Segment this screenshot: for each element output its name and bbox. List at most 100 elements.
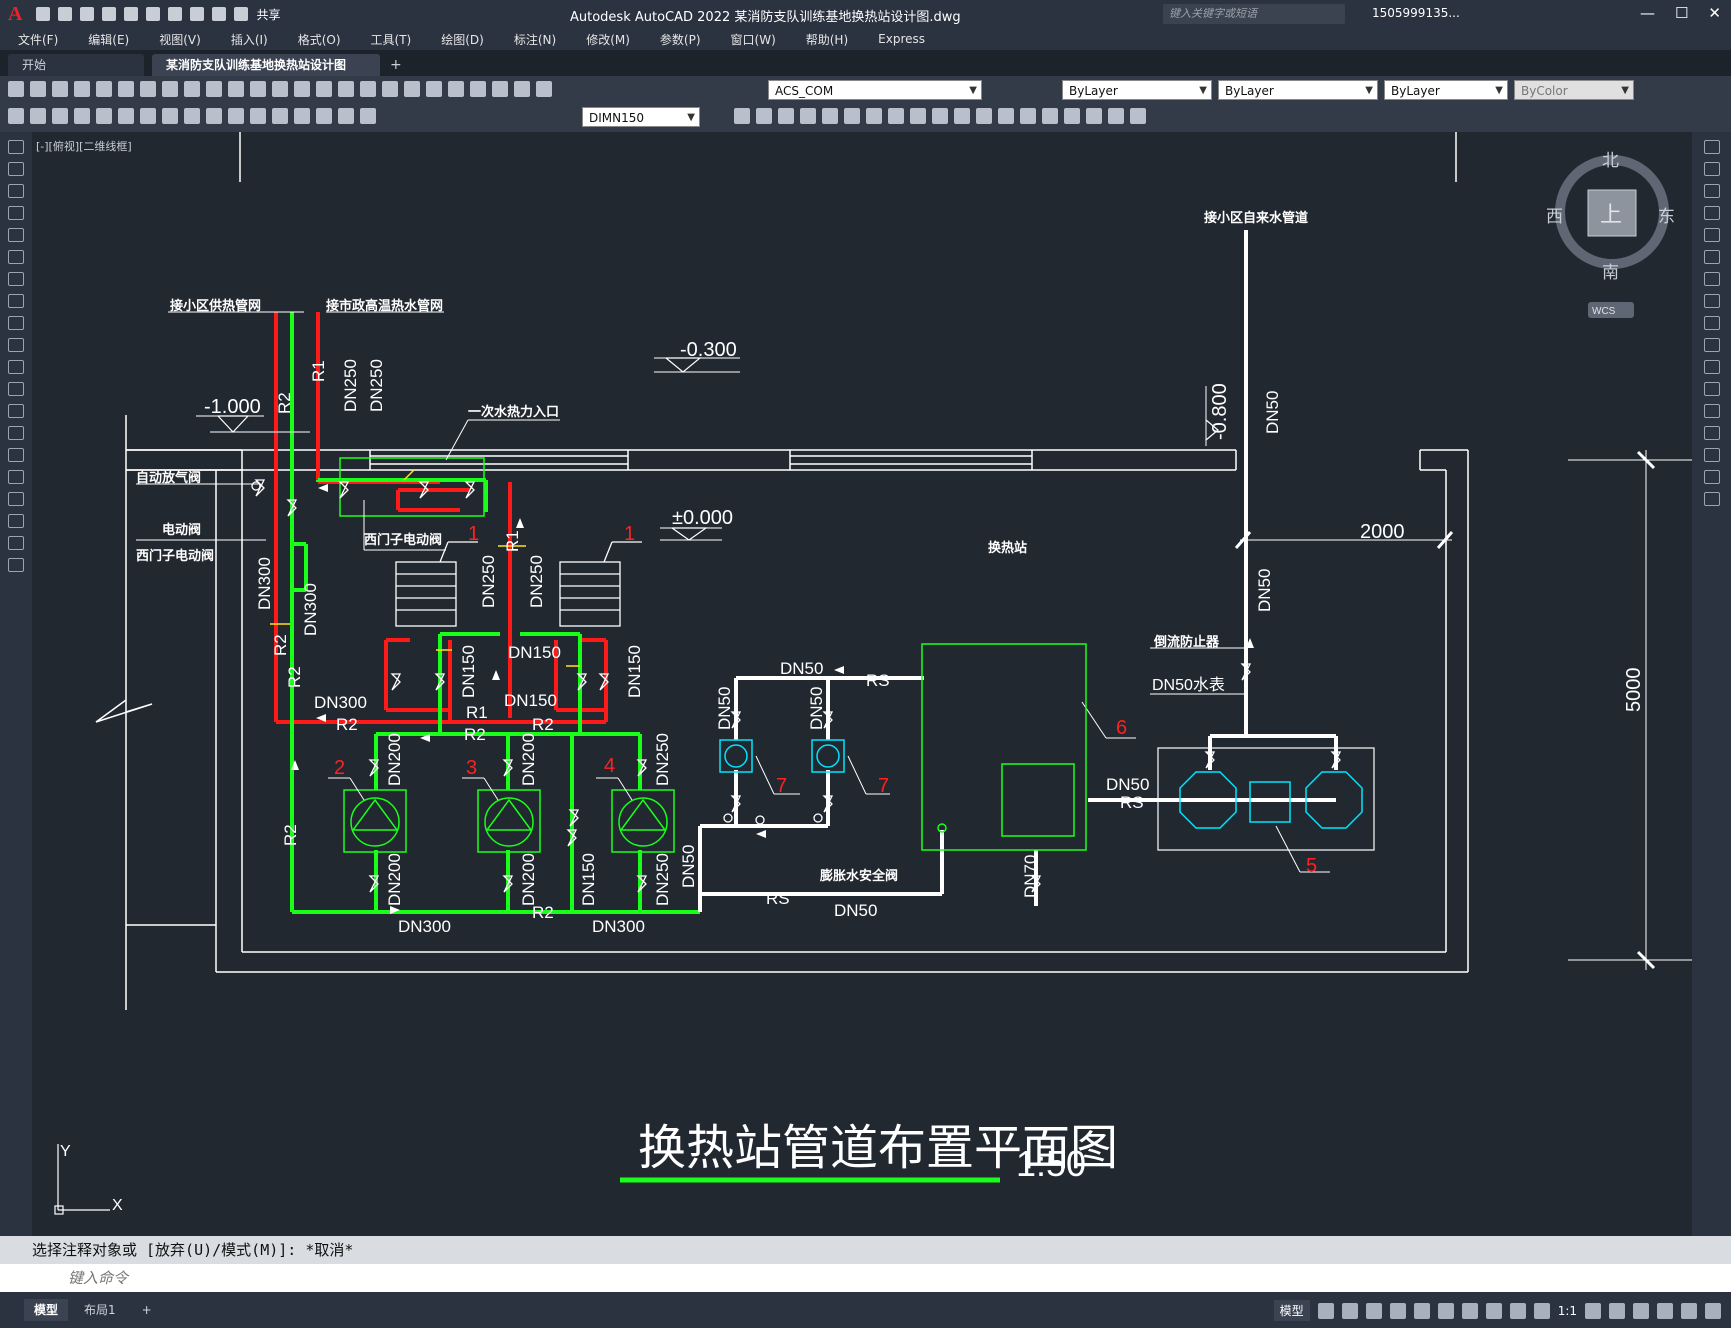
- mirror-icon[interactable]: [1703, 184, 1720, 198]
- scale-icon[interactable]: [1703, 294, 1720, 308]
- join-icon[interactable]: [998, 108, 1014, 124]
- join-icon[interactable]: [1703, 404, 1720, 418]
- stretch-icon[interactable]: [1703, 316, 1720, 330]
- match-icon[interactable]: [206, 81, 222, 97]
- menu-dimension[interactable]: 标注(N): [513, 32, 557, 47]
- save-icon[interactable]: [52, 81, 68, 97]
- redo-icon[interactable]: [250, 81, 266, 97]
- menu-draw[interactable]: 绘图(D): [441, 32, 484, 47]
- jogged-icon[interactable]: [118, 108, 134, 124]
- selection-cycle-icon[interactable]: [1509, 1302, 1526, 1319]
- menu-modify[interactable]: 修改(M): [586, 32, 630, 47]
- maximize-button[interactable]: ☐: [1674, 4, 1689, 22]
- viewcube-south[interactable]: 南: [1602, 263, 1619, 282]
- add-selected-icon[interactable]: [8, 558, 24, 572]
- viewcube-north[interactable]: 北: [1602, 151, 1619, 170]
- layer-select[interactable]: ACS_COM▼: [768, 80, 982, 100]
- saveas-icon[interactable]: [102, 7, 117, 21]
- drawing-canvas[interactable]: 2000 5000: [32, 132, 1692, 1236]
- viewcube[interactable]: 上 北 南 东 西 WCS: [1546, 151, 1675, 318]
- offset-icon[interactable]: [1703, 206, 1720, 220]
- command-input[interactable]: 键入命令: [0, 1264, 1731, 1292]
- insert-icon[interactable]: [1108, 108, 1124, 124]
- center-mark-icon[interactable]: [272, 108, 288, 124]
- fullscreen-icon[interactable]: [1681, 1302, 1697, 1319]
- viewcube-west[interactable]: 西: [1546, 207, 1563, 226]
- transparency-icon[interactable]: [1485, 1302, 1502, 1319]
- array-icon[interactable]: [1703, 228, 1720, 242]
- minimize-button[interactable]: —: [1639, 4, 1655, 22]
- circle-icon[interactable]: [8, 272, 24, 286]
- hatch-icon[interactable]: [8, 448, 24, 462]
- baseline-icon[interactable]: [206, 108, 222, 124]
- blend-icon[interactable]: [1703, 470, 1720, 484]
- menu-edit[interactable]: 编辑(E): [88, 32, 130, 47]
- copy-icon[interactable]: [162, 81, 178, 97]
- chamfer-icon[interactable]: [1020, 108, 1036, 124]
- viewcube-ring[interactable]: [1555, 155, 1669, 269]
- customize-icon[interactable]: [1705, 1302, 1721, 1319]
- tool-palette-icon[interactable]: [382, 81, 398, 97]
- break-icon[interactable]: [1703, 382, 1720, 396]
- tolerance-icon[interactable]: [250, 108, 266, 124]
- trim-icon[interactable]: [932, 108, 948, 124]
- break-icon[interactable]: [976, 108, 992, 124]
- layer-manager-icon[interactable]: [470, 81, 486, 97]
- ordinate-icon[interactable]: [74, 108, 90, 124]
- color-select[interactable]: ByLayer▼: [1062, 80, 1212, 100]
- annotation-icon[interactable]: [1533, 1302, 1550, 1319]
- units-icon[interactable]: [1633, 1302, 1649, 1319]
- rotate-icon[interactable]: [1703, 272, 1720, 286]
- plot-icon[interactable]: [168, 7, 183, 21]
- aligned-dim-icon[interactable]: [30, 108, 46, 124]
- tab-layout1[interactable]: 布局1: [84, 1303, 116, 1317]
- paste-icon[interactable]: [184, 81, 200, 97]
- freeze-icon[interactable]: [514, 81, 530, 97]
- polygon-icon[interactable]: [8, 206, 24, 220]
- erase-icon[interactable]: [1703, 140, 1720, 154]
- user-account[interactable]: 1505999135...: [1372, 6, 1460, 20]
- explode-icon[interactable]: [1703, 492, 1720, 506]
- menu-format[interactable]: 格式(O): [297, 32, 341, 47]
- tab-drawing[interactable]: 某消防支队训练基地换热站设计图*✕: [152, 54, 380, 94]
- line-icon[interactable]: [8, 140, 24, 154]
- plotstyle-select[interactable]: ByColor▼: [1514, 80, 1634, 100]
- region-icon[interactable]: [8, 492, 24, 506]
- grid-icon[interactable]: [1317, 1302, 1334, 1319]
- explode-icon[interactable]: [1064, 108, 1080, 124]
- polar-icon[interactable]: [1389, 1302, 1406, 1319]
- menu-parametric[interactable]: 参数(P): [659, 32, 701, 47]
- new-icon[interactable]: [36, 7, 51, 21]
- snap-icon[interactable]: [1341, 1302, 1358, 1319]
- extend-icon[interactable]: [954, 108, 970, 124]
- linetype-select[interactable]: ByLayer▼: [1218, 80, 1378, 100]
- dimstyle-select[interactable]: DIMN150▼: [582, 107, 700, 127]
- point-icon[interactable]: [8, 426, 24, 440]
- publish-icon[interactable]: [118, 81, 134, 97]
- viewcube-face[interactable]: [1587, 189, 1637, 237]
- copy-icon[interactable]: [1703, 162, 1720, 176]
- cut-icon[interactable]: [140, 81, 156, 97]
- calculator-icon[interactable]: [426, 81, 442, 97]
- share-button[interactable]: 共享: [256, 7, 281, 22]
- copy-object-icon[interactable]: [756, 108, 772, 124]
- menu-window[interactable]: 窗口(W): [730, 32, 776, 47]
- revcloud-icon[interactable]: [8, 294, 24, 308]
- plot-icon[interactable]: [74, 81, 90, 97]
- polyline-icon[interactable]: [8, 184, 24, 198]
- move-icon[interactable]: [844, 108, 860, 124]
- diameter-icon[interactable]: [140, 108, 156, 124]
- scale-icon[interactable]: [888, 108, 904, 124]
- menu-view[interactable]: 视图(V): [159, 32, 201, 47]
- zoom-window-icon[interactable]: [316, 81, 332, 97]
- dim-style-icon[interactable]: [360, 108, 376, 124]
- ellipse-arc-icon[interactable]: [8, 360, 24, 374]
- open-icon[interactable]: [30, 81, 46, 97]
- continue-icon[interactable]: [228, 108, 244, 124]
- menu-tools[interactable]: 工具(T): [370, 32, 412, 47]
- fillet-icon[interactable]: [1703, 448, 1720, 462]
- redo-icon[interactable]: [212, 7, 227, 21]
- arc-icon[interactable]: [8, 250, 24, 264]
- extend-icon[interactable]: [1703, 360, 1720, 374]
- trim-icon[interactable]: [1703, 338, 1720, 352]
